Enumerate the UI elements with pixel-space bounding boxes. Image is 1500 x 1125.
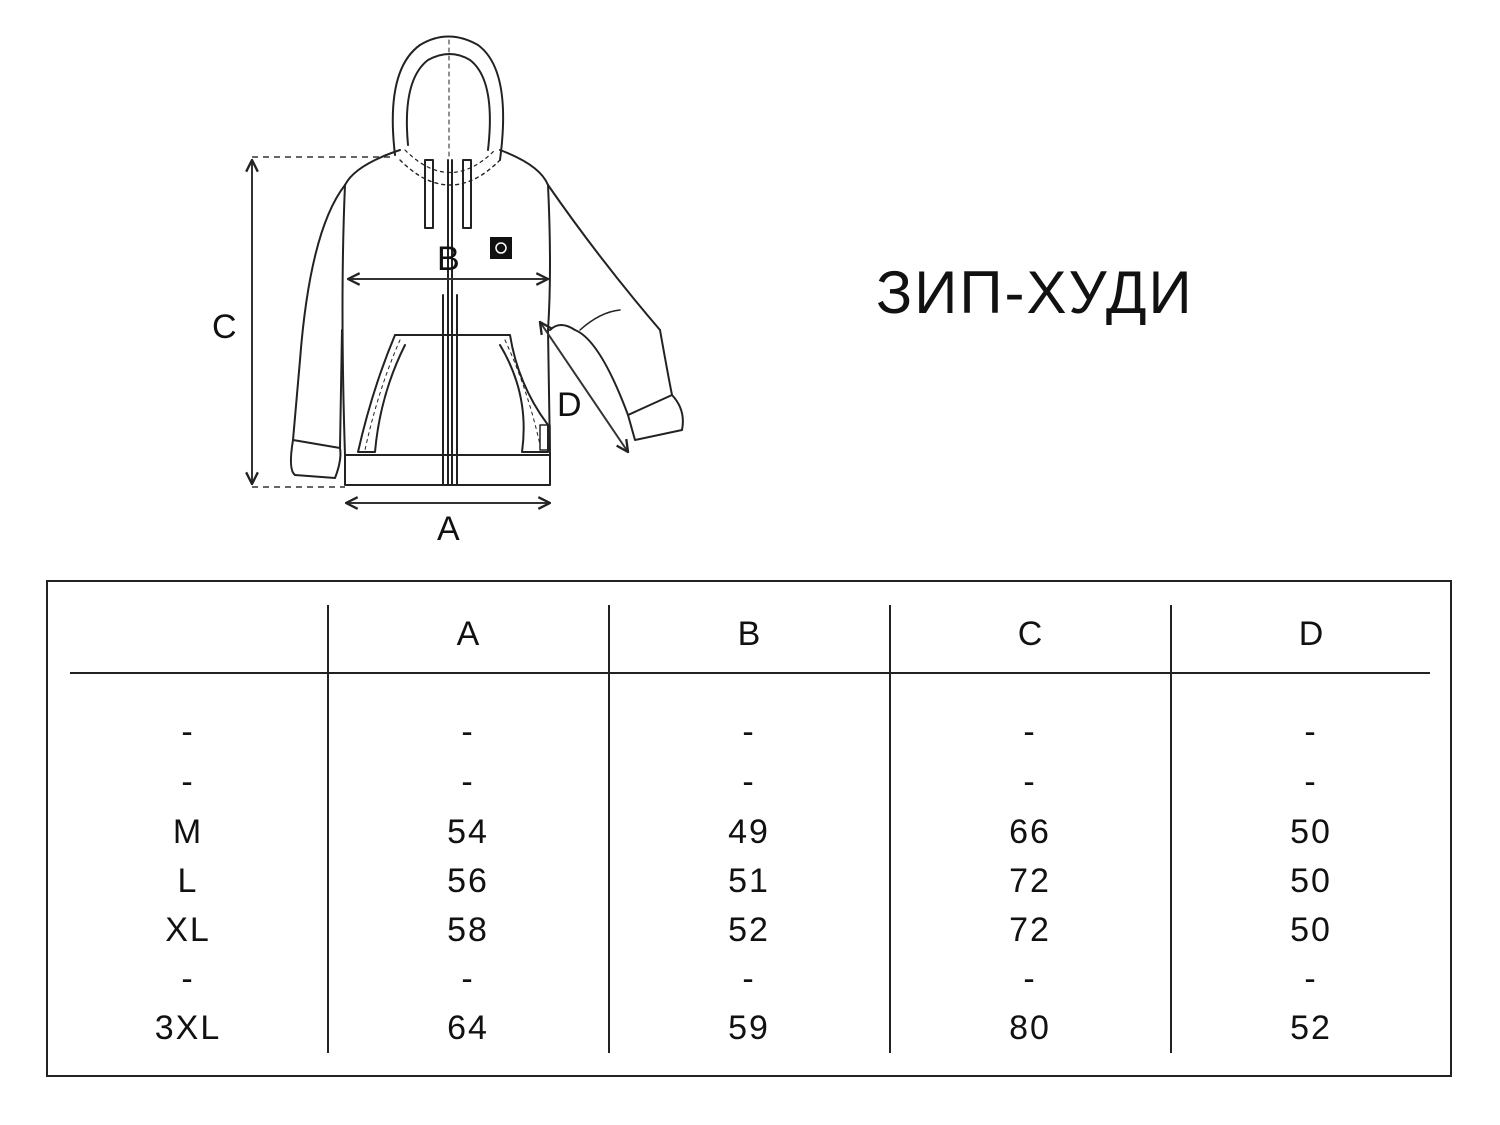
- column-divider: [327, 605, 329, 1053]
- label-c: C: [212, 308, 237, 346]
- size-cell: 3XL: [154, 1009, 222, 1047]
- dimension-line-d: [540, 322, 628, 452]
- right-sleeve: [547, 184, 673, 416]
- size-table: [46, 580, 1452, 1077]
- measurement-cell-a: 56: [447, 862, 489, 900]
- header-a: A: [456, 615, 480, 653]
- measurement-cell-b: -: [742, 960, 756, 998]
- header-b: B: [737, 615, 761, 653]
- measurement-cell-b: 59: [728, 1009, 770, 1047]
- measurement-cell-a: 64: [447, 1009, 489, 1047]
- label-d: D: [557, 386, 582, 424]
- column-divider: [889, 605, 891, 1053]
- measurement-cell-c: 66: [1009, 813, 1051, 851]
- hoodie-shoulders: [344, 149, 549, 186]
- measurement-cell-a: 54: [447, 813, 489, 851]
- measurement-cell-a: 58: [447, 911, 489, 949]
- left-sleeve: [292, 184, 346, 449]
- size-cell: M: [172, 813, 204, 851]
- size-cell: -: [181, 960, 195, 998]
- size-cell: XL: [165, 911, 211, 949]
- size-cell: -: [181, 763, 195, 801]
- measurement-cell-d: -: [1304, 763, 1318, 801]
- measurement-cell-a: -: [461, 713, 475, 751]
- zipper: [442, 159, 458, 486]
- measurement-cell-b: 49: [728, 813, 770, 851]
- hoodie-diagram: C B A D: [212, 35, 684, 548]
- header-d: D: [1298, 615, 1324, 653]
- measurement-cell-b: 52: [728, 911, 770, 949]
- right-cuff: [627, 394, 684, 441]
- measurement-cell-d: 52: [1290, 1009, 1332, 1047]
- measurement-cell-c: 72: [1009, 862, 1051, 900]
- column-divider: [608, 605, 610, 1053]
- measurement-cell-b: -: [742, 713, 756, 751]
- measurement-cell-d: -: [1304, 713, 1318, 751]
- hood-outline: [391, 35, 505, 161]
- label-a: A: [437, 510, 460, 548]
- measurement-cell-c: 80: [1009, 1009, 1051, 1047]
- measurement-cell-d: 50: [1290, 813, 1332, 851]
- drawstring-left: [424, 159, 434, 229]
- measurement-cell-c: -: [1023, 763, 1037, 801]
- measurement-cell-c: -: [1023, 960, 1037, 998]
- chest-logo-patch: [490, 237, 512, 259]
- size-cell: -: [181, 713, 195, 751]
- header-c: C: [1017, 615, 1043, 653]
- product-title: ЗИП-ХУДИ: [876, 259, 1194, 326]
- column-divider: [1170, 605, 1172, 1053]
- measurement-cell-d: 50: [1290, 862, 1332, 900]
- left-cuff: [289, 439, 342, 479]
- hood-inner: [405, 53, 491, 151]
- label-b: B: [437, 240, 460, 278]
- measurement-cell-d: 50: [1290, 911, 1332, 949]
- measurement-cell-d: -: [1304, 960, 1318, 998]
- measurement-cell-c: 72: [1009, 911, 1051, 949]
- drawstring-right: [462, 159, 472, 229]
- header-rule: [70, 672, 1430, 674]
- measurement-cell-a: -: [461, 960, 475, 998]
- measurement-cell-c: -: [1023, 713, 1037, 751]
- measurement-cell-b: 51: [728, 862, 770, 900]
- measurement-cell-a: -: [461, 763, 475, 801]
- size-cell: L: [177, 862, 199, 900]
- measurement-cell-b: -: [742, 763, 756, 801]
